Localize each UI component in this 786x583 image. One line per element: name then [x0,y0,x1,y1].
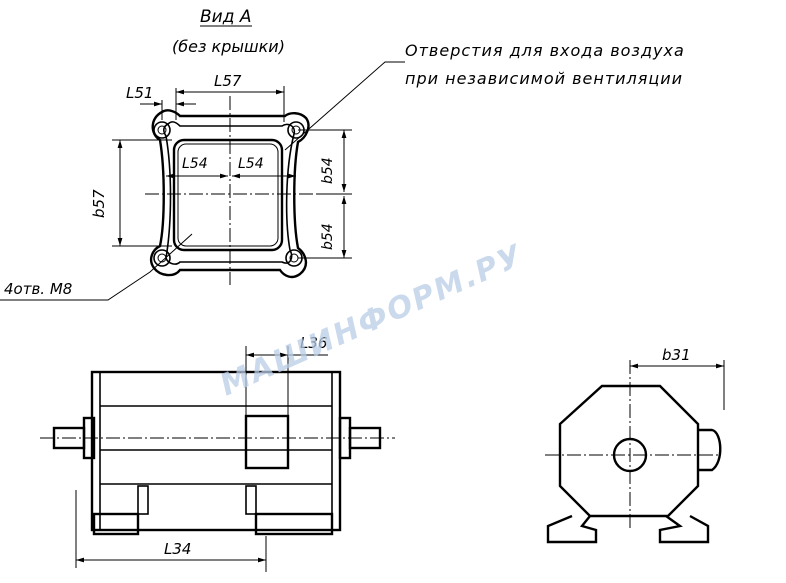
air-inlet-box [244,414,290,470]
air-inlet-note-line1: Отверстия для входа воздуха [405,41,685,60]
motor-body [90,370,342,532]
dim-b31: b31 [662,346,691,364]
flange-inner-outline [163,121,296,265]
mounting-hole-top-left [153,121,171,139]
foot-right [254,512,334,536]
foot-left [92,512,140,536]
air-opening [172,138,284,252]
end-foot-left [546,514,598,544]
dim-l54-right: L54 [238,156,264,172]
dim-l36: L36 [300,334,327,352]
end-view-motor: b31 [545,346,725,544]
terminal-box [698,428,722,472]
dim-l57: L57 [214,72,242,90]
end-foot-right [658,514,710,544]
side-view-motor: L36 L34 [40,334,395,572]
view-a-flange: Вид А (без крышки) Отверстия для входа в… [0,7,685,301]
dim-l34: L34 [164,540,191,558]
view-subtitle: (без крышки) [172,37,285,56]
dim-b54-upper: b54 [320,157,336,184]
dim-b57: b57 [90,189,108,218]
view-title: Вид А [200,7,252,27]
flange-outline [149,109,310,279]
note-leader-line [284,61,405,151]
dim-b54-lower: b54 [320,223,336,250]
foot-slot-right [245,485,257,515]
holes-leader-line [0,233,193,301]
dim-l51: L51 [126,84,153,102]
foot-slot-left [137,485,149,515]
holes-label: 4отв. М8 [4,280,72,298]
air-opening-inner [177,143,279,247]
air-inlet-note-line2: при независимой вентиляции [405,69,683,88]
mounting-hole-bottom-left [153,249,171,267]
dim-l54-left: L54 [182,156,208,172]
end-view-octagon [558,384,700,518]
